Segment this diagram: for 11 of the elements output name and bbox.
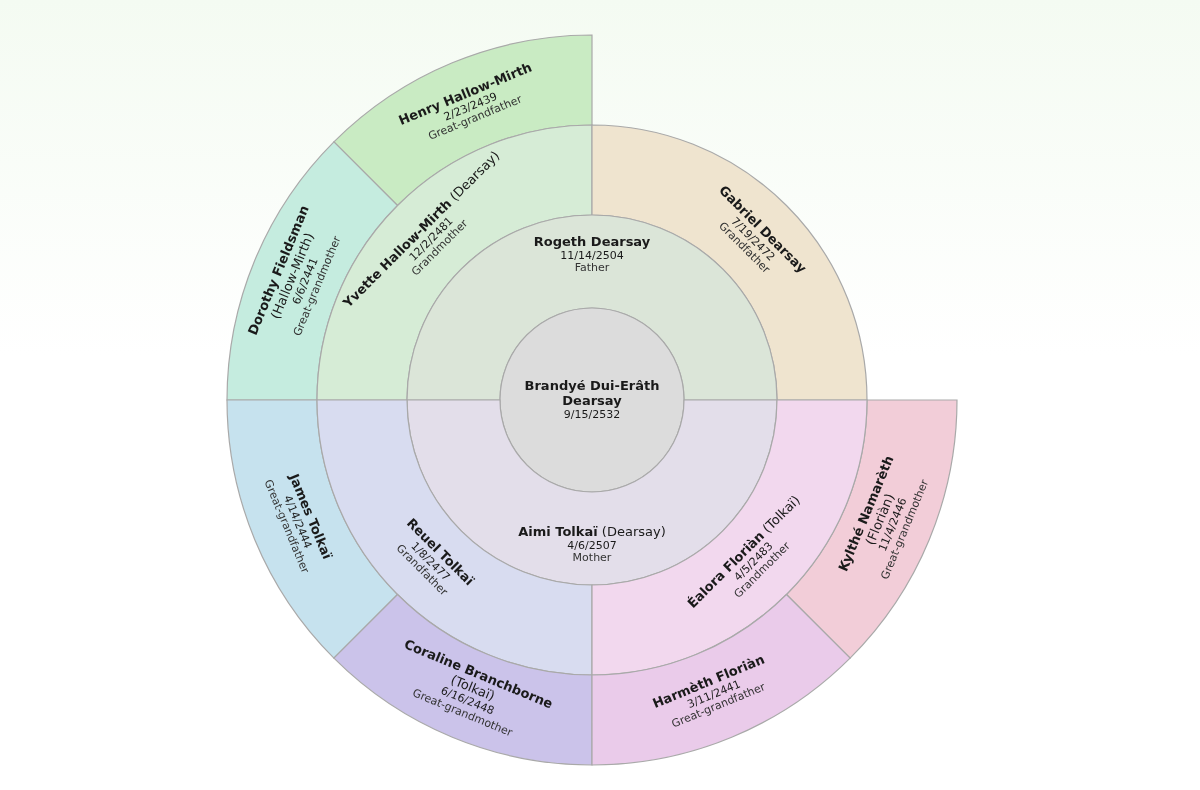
person-name: Brandyé Dui-Erâth Dearsay: [523, 378, 661, 409]
fan-segment: [226, 399, 399, 659]
fan-segment: [333, 593, 593, 766]
person-name: Rogeth Dearsay: [533, 234, 651, 250]
birth-date: 9/15/2532: [563, 408, 621, 422]
birth-date: 11/14/2504: [560, 249, 624, 263]
person-name: Aimi Tolkaï (Dearsay): [518, 524, 666, 540]
relationship-label: Father: [574, 262, 610, 276]
relationship-label: Mother: [572, 552, 612, 566]
center-circle: [499, 307, 685, 493]
birth-date: 4/6/2507: [567, 539, 617, 553]
